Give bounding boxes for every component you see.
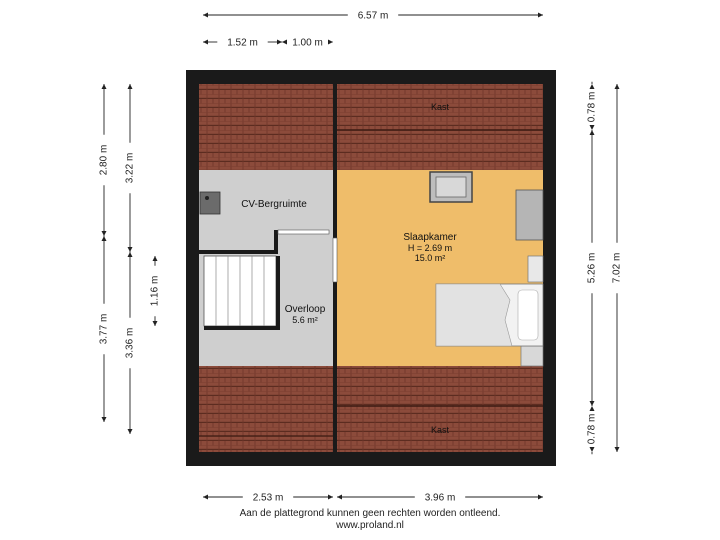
dimension-label: 3.77 m	[99, 314, 110, 345]
pillow	[517, 289, 539, 341]
bed-sheet	[435, 283, 513, 347]
cv-wall-stub	[274, 230, 278, 254]
cv-room-floor	[199, 170, 333, 252]
dimension-bottom-left: 2.53 m	[203, 493, 333, 504]
slaapkamer-area: 15.0 m²	[415, 253, 446, 263]
cv-door	[277, 229, 330, 235]
cv-label: CV-Bergruimte	[241, 199, 307, 210]
dimension-bottom-right: 3.96 m	[337, 493, 543, 504]
dimension-stairs: 1.16 m	[150, 256, 161, 326]
kast-bottom-label: Kast	[431, 425, 450, 435]
dimension-top-right: 1.00 m	[282, 38, 333, 49]
footer-disclaimer: Aan de plattegrond kunnen geen rechten w…	[240, 508, 501, 519]
bedroom-door	[332, 237, 338, 283]
overloop-label: Overloop	[285, 304, 326, 315]
dimension-label: 0.78 m	[587, 92, 598, 123]
boiler	[199, 191, 221, 215]
dimension-label: 1.00 m	[292, 38, 323, 49]
roof-top-left	[199, 84, 333, 170]
dimension-top-left: 1.52 m	[203, 38, 282, 49]
dimension-right-bottom: 0.78 m	[587, 403, 598, 455]
dimension-label: 1.16 m	[150, 276, 161, 307]
dimension-label: 3.96 m	[425, 493, 456, 504]
dimension-lines: 6.57 m 1.52 m 1.00 m 2.53 m 3.96 m 2.80 m 3.77…	[99, 11, 623, 504]
slaapkamer-height: H = 2.69 m	[408, 243, 452, 253]
dimension-label: 1.52 m	[227, 38, 258, 49]
kast-top-label: Kast	[431, 102, 450, 112]
dimension-total-width: 6.57 m	[203, 11, 543, 22]
overloop-area: 5.6 m²	[292, 315, 318, 325]
boiler-dial	[205, 196, 209, 200]
dimension-label: 7.02 m	[612, 253, 623, 284]
skylight-glass	[435, 176, 467, 198]
dimension-label: 0.78 m	[587, 414, 598, 445]
dimension-label: 5.26 m	[587, 253, 598, 284]
dimension-label: 2.53 m	[253, 493, 284, 504]
dimension-label: 6.57 m	[358, 11, 389, 22]
nightstand-top	[527, 255, 544, 283]
roof-bottom-right	[337, 366, 543, 452]
dimension-left-top-inner: 3.22 m	[125, 84, 136, 252]
dimension-label: 2.80 m	[99, 145, 110, 176]
footer-website: www.proland.nl	[335, 520, 404, 531]
dimension-label: 3.22 m	[125, 153, 136, 184]
stair-railing	[204, 326, 280, 330]
slaapkamer-label: Slaapkamer	[403, 232, 457, 243]
dimension-left-bottom-inner: 3.36 m	[125, 252, 136, 434]
stair-railing-side	[276, 256, 280, 330]
stair-treads	[215, 256, 265, 326]
dimension-left-bottom-outer: 3.77 m	[99, 236, 110, 422]
cv-wall	[199, 250, 277, 254]
nightstand-bottom	[520, 345, 544, 367]
roof-top-right	[337, 84, 543, 170]
dimension-right-top: 0.78 m	[587, 81, 598, 133]
roof-bottom-left	[199, 366, 333, 452]
dimension-label: 3.36 m	[125, 328, 136, 359]
dimension-right-total: 7.02 m	[612, 84, 623, 452]
dimension-left-top-outer: 2.80 m	[99, 84, 110, 236]
wardrobe	[515, 189, 544, 241]
dimension-right-middle: 5.26 m	[587, 130, 598, 406]
